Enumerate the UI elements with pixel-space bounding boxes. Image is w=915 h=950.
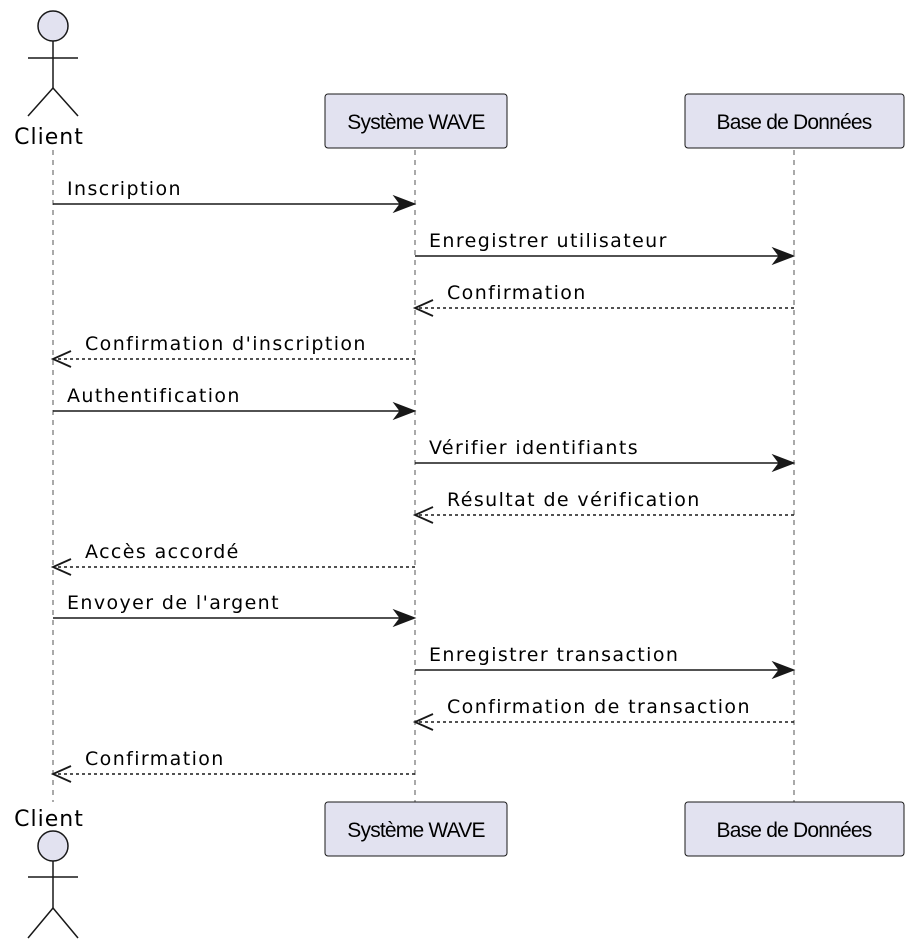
message-label: Résultat de vérification: [447, 489, 701, 511]
arrow-head-filled-icon: [771, 246, 796, 266]
actor-head-icon: [37, 10, 69, 42]
message-5: Authentification: [53, 385, 417, 421]
arrow-head-filled-icon: [771, 453, 796, 473]
message-8: Accès accordé: [50, 541, 415, 576]
participant-db-label-top: Base de Données: [717, 111, 872, 134]
message-2: Enregistrer utilisateur: [415, 230, 796, 266]
arrow-head-open-icon: [412, 506, 434, 524]
participant-box: [324, 93, 508, 149]
message-label: Confirmation d'inscription: [85, 333, 367, 355]
actor-leg-left-icon: [27, 907, 54, 939]
message-label: Authentification: [67, 385, 241, 407]
message-label: Confirmation: [85, 748, 225, 770]
message-label: Accès accordé: [85, 541, 240, 563]
message-label: Inscription: [67, 178, 182, 200]
message-label: Envoyer de l'argent: [67, 592, 280, 614]
actor-head-icon: [37, 830, 69, 862]
actor-client-top: Client: [14, 10, 84, 150]
participant-box: [684, 801, 905, 857]
arrow-head-open-icon: [50, 558, 72, 576]
arrow-head-filled-icon: [392, 401, 417, 421]
actor-leg-left-icon: [27, 87, 54, 117]
message-6: Vérifier identifiants: [415, 437, 796, 473]
arrow-head-filled-icon: [392, 608, 417, 628]
arrow-head-open-icon: [50, 765, 72, 783]
actor-leg-right-icon: [52, 907, 79, 939]
actor-client-label-top: Client: [14, 125, 84, 150]
participant-system-label-bottom: Système WAVE: [347, 819, 485, 842]
message-4: Confirmation d'inscription: [50, 333, 415, 368]
message-3: Confirmation: [412, 282, 794, 317]
participant-system-label-top: Système WAVE: [347, 111, 485, 134]
arrow-head-open-icon: [412, 299, 434, 317]
participant-db-label-bottom: Base de Données: [717, 819, 872, 842]
arrow-head-filled-icon: [771, 660, 796, 680]
message-12: Confirmation: [50, 748, 415, 783]
arrow-head-open-icon: [412, 713, 434, 731]
participant-db-top: Base de Données: [684, 93, 905, 149]
message-9: Envoyer de l'argent: [53, 592, 417, 628]
message-label: Vérifier identifiants: [429, 437, 639, 459]
participant-system-top: Système WAVE: [324, 93, 508, 149]
message-label: Enregistrer utilisateur: [429, 230, 668, 252]
participant-box: [324, 801, 508, 857]
message-label: Confirmation de transaction: [447, 696, 751, 718]
message-label: Enregistrer transaction: [429, 644, 679, 666]
arrow-head-open-icon: [50, 350, 72, 368]
participant-db-bottom: Base de Données: [684, 801, 905, 857]
message-10: Enregistrer transaction: [415, 644, 796, 680]
participant-system-bottom: Système WAVE: [324, 801, 508, 857]
actor-client-label-bottom: Client: [14, 807, 84, 832]
message-11: Confirmation de transaction: [412, 696, 794, 731]
actor-client-bottom: Client: [14, 807, 84, 939]
message-1: Inscription: [53, 178, 417, 214]
arrow-head-filled-icon: [392, 194, 417, 214]
actor-leg-right-icon: [52, 87, 79, 117]
message-7: Résultat de vérification: [412, 489, 794, 524]
participant-box: [684, 93, 905, 149]
message-label: Confirmation: [447, 282, 587, 304]
